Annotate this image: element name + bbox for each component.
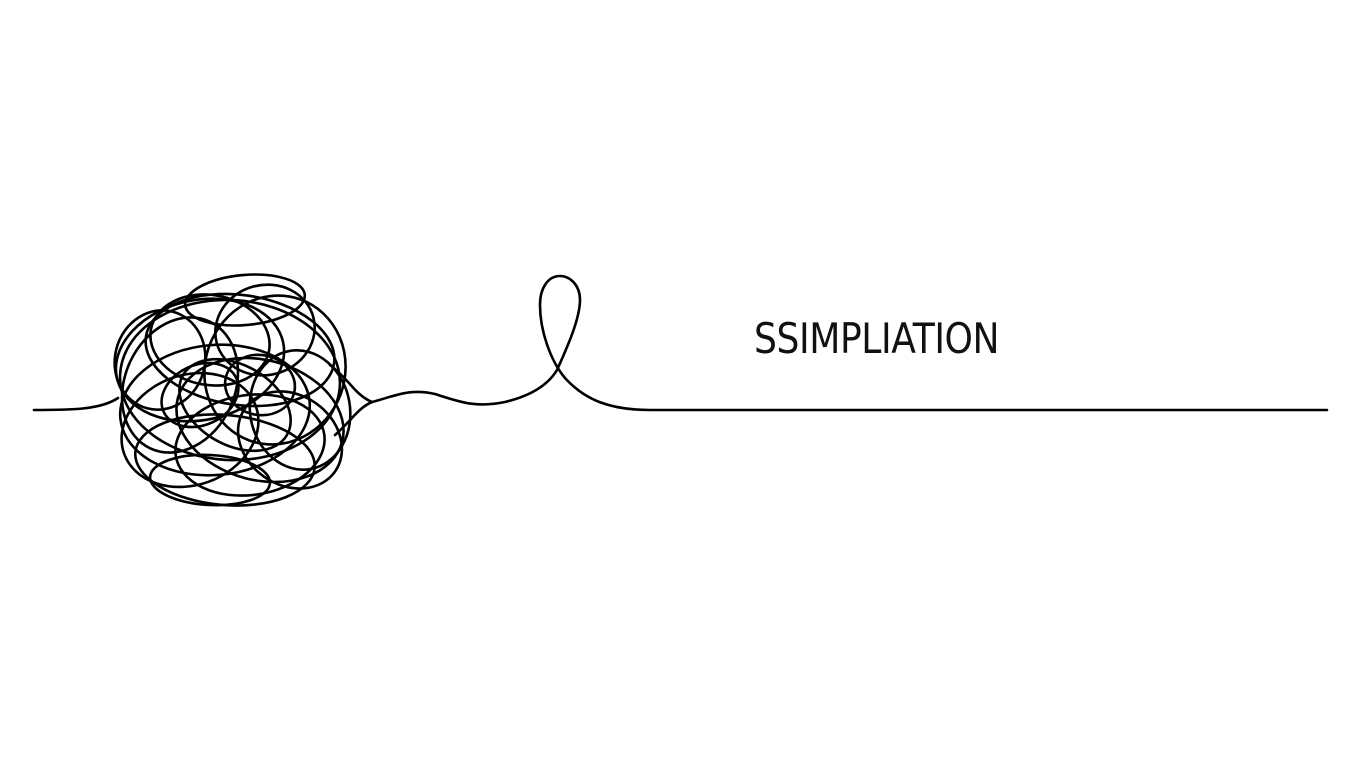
title-text: SSIMPLIATION <box>754 314 1000 363</box>
tangle-scribble-icon <box>113 273 374 507</box>
lead-in-line <box>32 396 120 412</box>
wave-and-loop-line <box>370 274 1329 412</box>
